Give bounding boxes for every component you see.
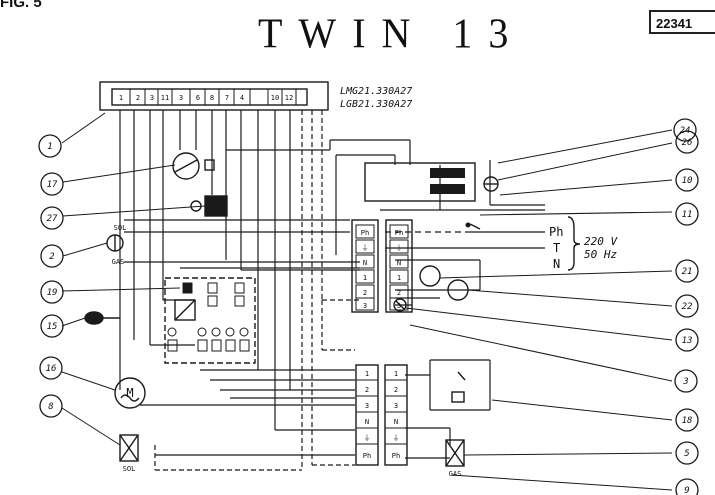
spark-electrode-15 <box>84 311 104 325</box>
terminal-label: 3 <box>363 302 367 310</box>
bottom-terminal-block-left <box>355 364 379 466</box>
terminal-label: 2 <box>363 289 367 297</box>
burner-terminal-block <box>351 219 379 313</box>
supply-earth-label: T <box>553 241 560 255</box>
terminal-label: 1 <box>363 274 367 282</box>
callout-13: 13 <box>682 336 693 346</box>
terminal-label: 3 <box>179 94 183 102</box>
terminal-label: 10 <box>271 94 279 102</box>
terminal-label: 1 <box>365 370 369 378</box>
callout-24: 24 <box>680 126 691 136</box>
control-board <box>164 277 256 364</box>
terminal-label: 2 <box>397 289 401 297</box>
callout-circles <box>38 118 699 495</box>
pressure-switch <box>172 152 200 180</box>
terminal-label: 8 <box>210 94 214 102</box>
callout-10: 10 <box>682 176 693 186</box>
callout-22: 22 <box>682 302 693 312</box>
terminal-label: N <box>365 418 369 426</box>
diagram-title: TWIN 13 <box>258 9 525 58</box>
component-label-gas: GAS <box>449 470 462 478</box>
callout-15: 15 <box>47 322 58 332</box>
supply-phase-label: Ph <box>549 225 563 239</box>
model-number-1: LMG21.330A27 <box>340 86 412 97</box>
terminal-label: Ph <box>392 452 400 460</box>
terminal-label: N <box>363 259 367 267</box>
callout-1: 1 <box>47 142 52 152</box>
terminal-label: Ph <box>363 452 371 460</box>
callout-9: 9 <box>684 486 689 495</box>
callout-16: 16 <box>46 364 57 374</box>
terminal-label: 3 <box>365 402 369 410</box>
indicator-lamp-21 <box>419 265 441 287</box>
fan-motor <box>114 377 146 409</box>
control-box-terminal-strip <box>99 81 329 111</box>
callout-8: 8 <box>48 402 53 412</box>
ignition-relay-box <box>364 162 476 202</box>
terminal-label: ⏚ <box>393 434 400 442</box>
callout-leaders <box>61 112 673 491</box>
terminal-label: 6 <box>196 94 200 102</box>
callout-3: 3 <box>682 377 688 387</box>
model-number-2: LGB21.330A27 <box>340 99 412 110</box>
supply-brace <box>567 216 581 271</box>
terminal-label: 2 <box>365 386 369 394</box>
callout-19: 19 <box>47 288 58 298</box>
terminal-label: 1 <box>119 94 123 102</box>
callout-27: 27 <box>47 214 58 224</box>
solenoid-valve-right <box>445 439 465 467</box>
drawing-code: 22341 <box>649 10 715 34</box>
terminal-label: Ph <box>361 229 369 237</box>
component-label-gas: GAS <box>112 258 125 266</box>
callout-5: 5 <box>684 449 689 459</box>
terminal-label: 12 <box>285 94 293 102</box>
terminal-label: ⏚ <box>396 244 403 252</box>
terminal-label: 3 <box>397 302 401 310</box>
solenoid-valve-left <box>119 434 139 462</box>
callout-17: 17 <box>47 180 58 190</box>
terminal-label: N <box>394 418 398 426</box>
motor-label: M <box>126 386 133 400</box>
terminal-label: 7 <box>225 94 229 102</box>
callout-21: 21 <box>682 267 693 277</box>
terminal-label: 2 <box>136 94 140 102</box>
supply-neutral-label: N <box>553 257 560 271</box>
reset-button-13 <box>393 298 407 312</box>
callout-2: 2 <box>49 252 54 262</box>
callout-26: 26 <box>682 138 693 148</box>
terminal-label: N <box>397 259 401 267</box>
bottom-terminal-block-right <box>384 364 408 466</box>
callout-11: 11 <box>682 210 693 220</box>
supply-voltage: 220 V <box>584 235 618 248</box>
component-label-gas: SOL <box>114 224 127 232</box>
terminal-label: 11 <box>161 94 169 102</box>
component-label-sol: SOL <box>123 465 136 473</box>
terminal-dividers <box>129 89 297 105</box>
terminal-label: ⏚ <box>362 244 369 252</box>
callout-18: 18 <box>682 416 693 426</box>
terminal-label: ⏚ <box>364 434 371 442</box>
transformer-27 <box>204 195 228 217</box>
terminal-label: 2 <box>394 386 398 394</box>
figure-number: FIG. 5 <box>0 0 42 11</box>
terminal-label: 1 <box>397 274 401 282</box>
mains-terminal-block <box>385 219 413 313</box>
terminal-label: Ph <box>395 229 403 237</box>
terminal-label: 1 <box>394 370 398 378</box>
supply-frequency: 50 Hz <box>584 248 617 261</box>
terminal-label: 4 <box>240 94 244 102</box>
terminal-label: 3 <box>394 402 398 410</box>
terminal-label: 3 <box>150 94 154 102</box>
harness-wires <box>119 110 545 471</box>
